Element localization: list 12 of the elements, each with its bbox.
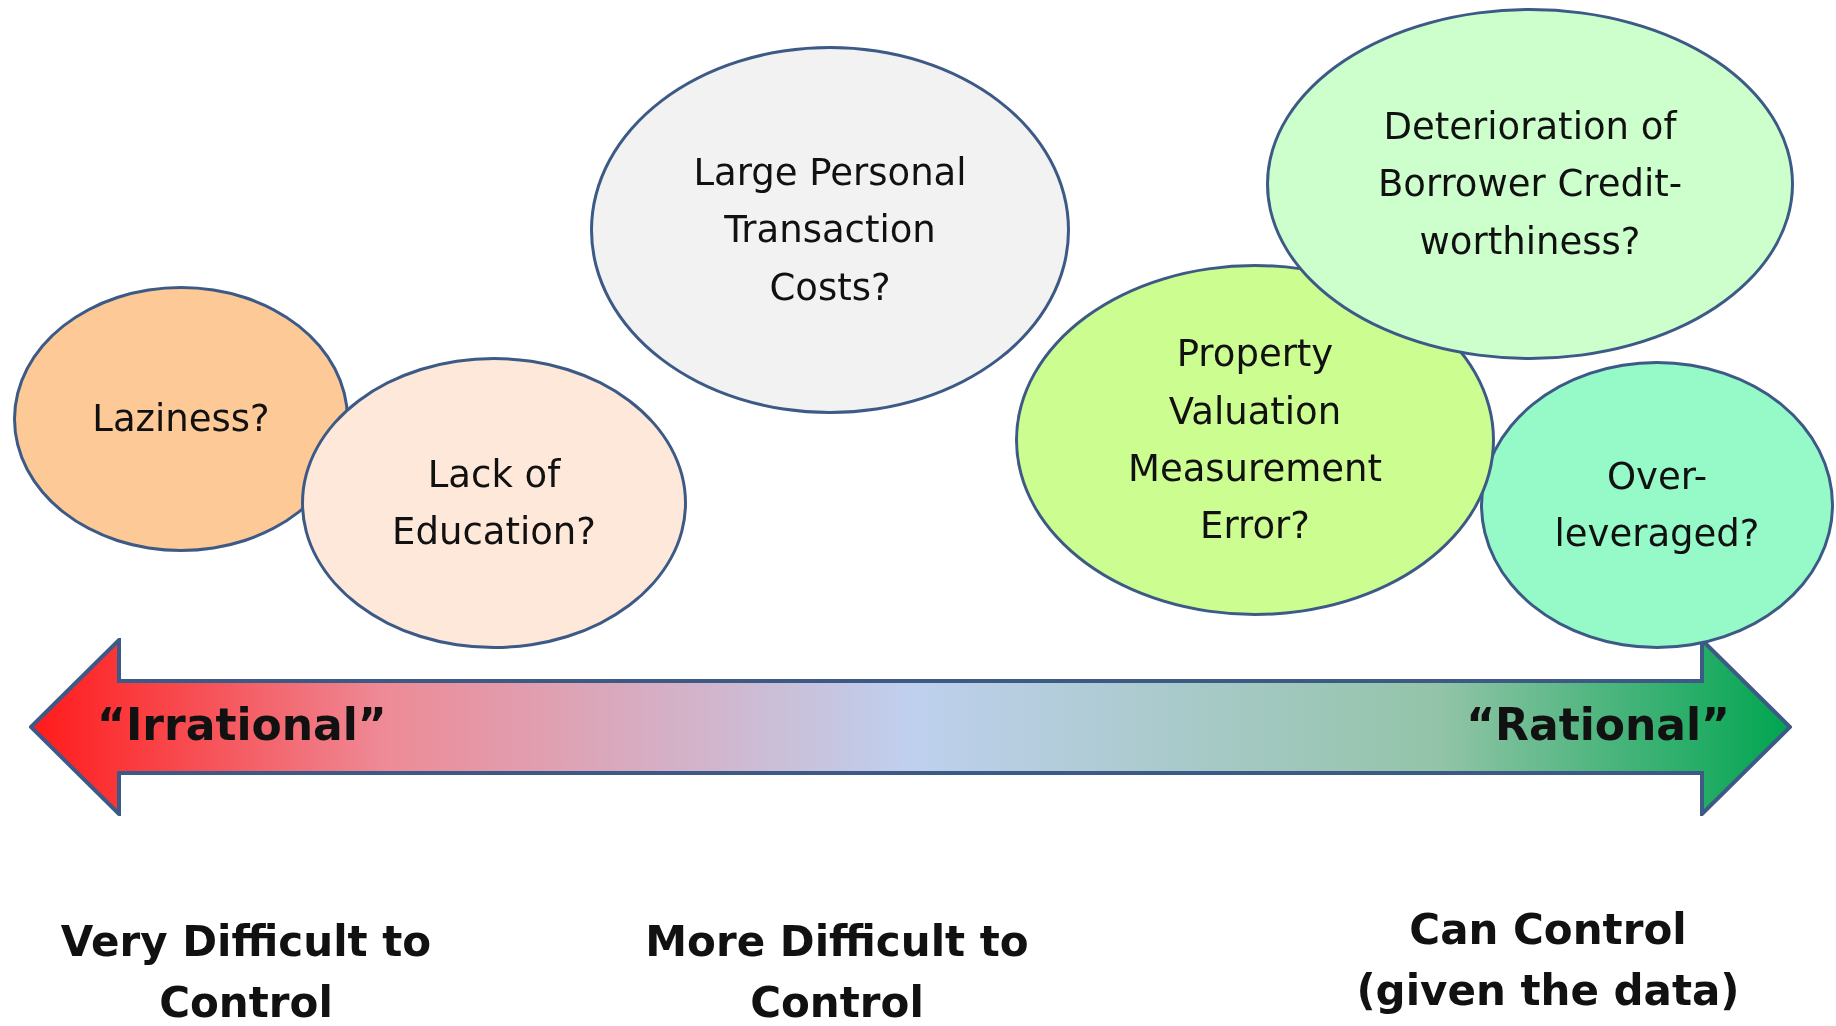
ellipse-label: Lack of Education? [391, 451, 597, 555]
scale-label: Very Difficult to Control [59, 916, 433, 1026]
scale-label: More Difficult to Control [644, 916, 1030, 1026]
ellipse-label: Deterioration of Borrower Credit-worthiness? [1376, 104, 1684, 265]
ellipse-label: Laziness? [92, 396, 270, 443]
arrow-label: “Irrational” [97, 699, 387, 750]
double-arrow [29, 638, 1792, 816]
arrow-label: “Rational” [1466, 699, 1730, 750]
ellipse-label: Property Valuation Measurement Error? [1127, 331, 1383, 550]
scale-label: Can Control (given the data) [1355, 904, 1741, 1017]
ellipse-label: Over-leveraged? [1553, 453, 1761, 557]
ellipse-label: Large Personal Transaction Costs? [692, 150, 968, 311]
